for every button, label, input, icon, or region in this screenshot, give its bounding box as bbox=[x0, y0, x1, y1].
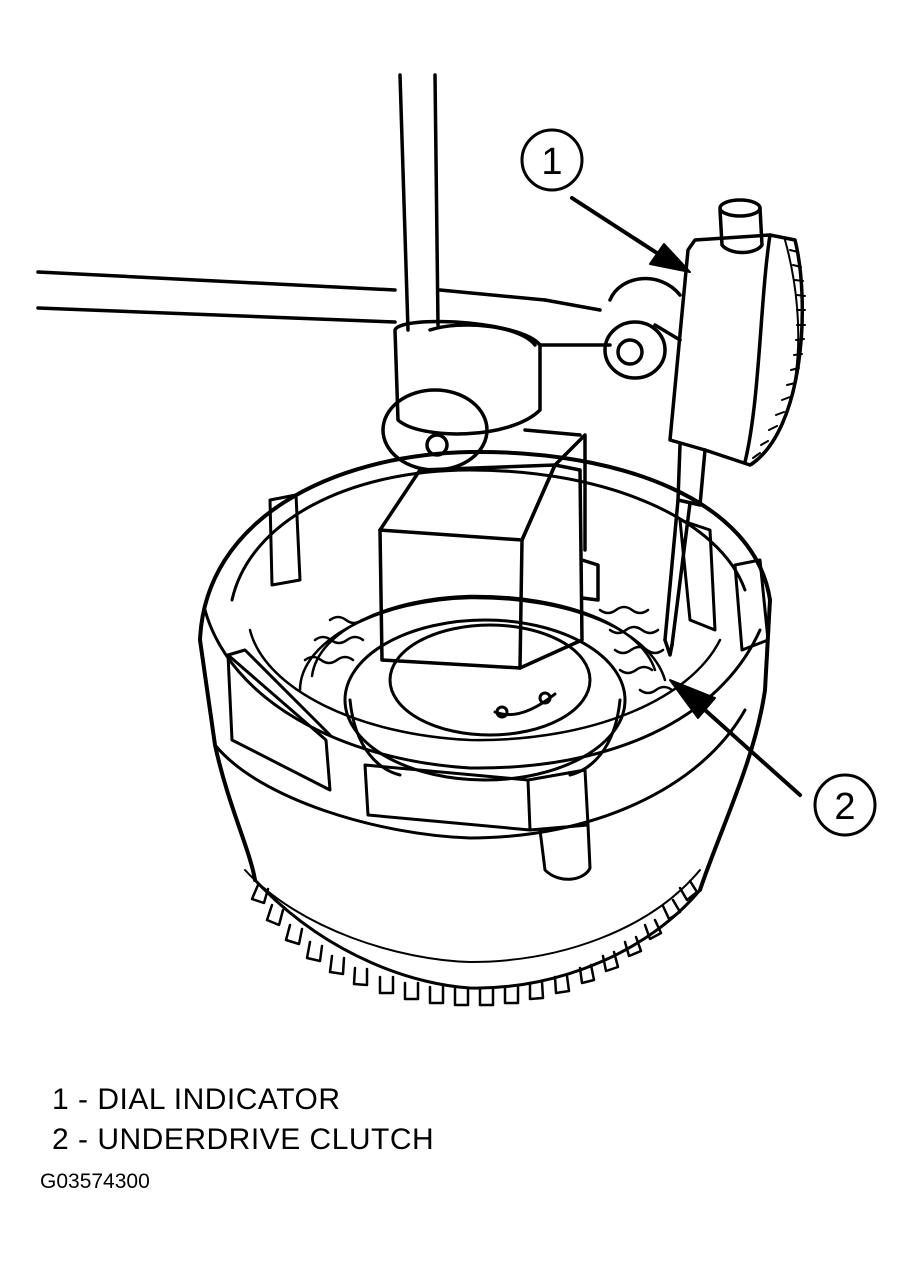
legend-item-underdrive-clutch: 2 - UNDERDRIVE CLUTCH bbox=[52, 1123, 435, 1156]
underdrive-clutch-pack bbox=[298, 594, 674, 695]
drum-spline-teeth bbox=[250, 879, 699, 1007]
dial-indicator bbox=[663, 198, 806, 657]
figure-code: G03574300 bbox=[40, 1170, 150, 1193]
callout-1-number: 1 bbox=[541, 141, 562, 183]
magnetic-base bbox=[378, 428, 600, 670]
indicator-stand bbox=[36, 73, 682, 472]
clutch-housing bbox=[198, 449, 772, 990]
clutch-hub bbox=[343, 618, 627, 782]
callout-2: 2 bbox=[669, 679, 877, 837]
legend-item-dial-indicator: 1 - DIAL INDICATOR bbox=[52, 1083, 341, 1116]
dial-indicator-diagram: 1 2 bbox=[36, 73, 877, 1007]
callout-1: 1 bbox=[520, 128, 691, 273]
drum-tabs bbox=[226, 493, 770, 881]
callout-1-arrow bbox=[570, 196, 662, 257]
callout-2-arrow bbox=[703, 708, 802, 797]
figure-legend: 1 - DIAL INDICATOR 2 - UNDERDRIVE CLUTCH bbox=[52, 1080, 434, 1160]
callout-2-number: 2 bbox=[834, 786, 855, 828]
